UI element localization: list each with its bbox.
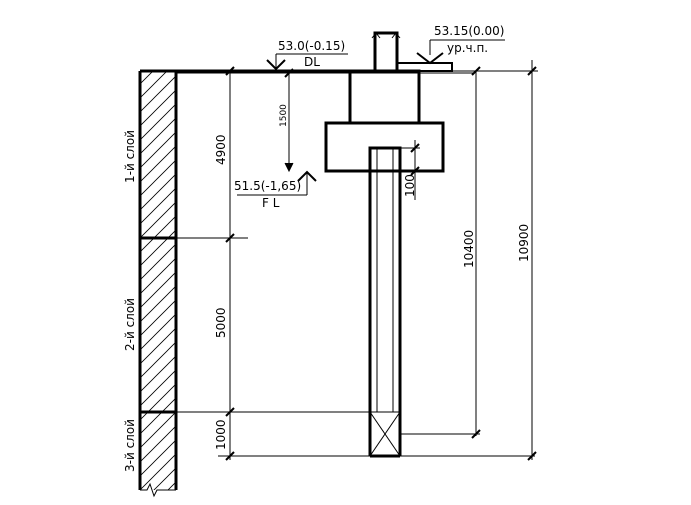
- design-level-label: 53.0(-0.15): [278, 39, 345, 53]
- layer1-label: 1-й слой: [123, 130, 137, 183]
- design-level-note: DL: [304, 55, 320, 69]
- layer2-thickness-label: 5000: [214, 307, 228, 338]
- ground-level-marker: 53.15(0.00) ур.ч.п.: [416, 24, 505, 65]
- foundation-level-marker: 51.5(-1,65) F L: [234, 170, 317, 210]
- foundation-level-note: F L: [262, 196, 280, 210]
- layer2-label: 2-й слой: [123, 298, 137, 351]
- pile-tip: [369, 411, 401, 457]
- dimension-1500-label: 1500: [279, 104, 289, 127]
- ground-level-note: ур.ч.п.: [447, 41, 488, 55]
- pile-length-label: 10400: [462, 230, 476, 268]
- ground-level-label: 53.15(0.00): [434, 24, 504, 38]
- dimension-100-label: 100: [403, 174, 417, 197]
- dimension-1500: 1500: [279, 68, 294, 173]
- total-depth-label: 10900: [517, 224, 531, 262]
- dimension-100: 100: [400, 140, 420, 200]
- foundation-pedestal: [348, 69, 421, 125]
- soil-column-break-line: [140, 482, 176, 498]
- layer3-thickness-label: 1000: [214, 419, 228, 450]
- pile-cap: [324, 121, 445, 173]
- layer-dimension-chain: 4900 5000 1000: [176, 66, 535, 461]
- soil-column: [138, 71, 178, 498]
- foundation-level-label: 51.5(-1,65): [234, 179, 301, 193]
- layer3-label: 3-й слой: [123, 419, 137, 472]
- layer1-thickness-label: 4900: [214, 134, 228, 165]
- column-stub: [371, 31, 453, 72]
- design-level-marker: 53.0(-0.15) DL: [266, 39, 348, 71]
- ground-surface: [140, 69, 475, 74]
- pile: [368, 146, 402, 458]
- dimension-10900: 10900: [452, 60, 538, 461]
- dimension-10400: 10400: [400, 66, 481, 439]
